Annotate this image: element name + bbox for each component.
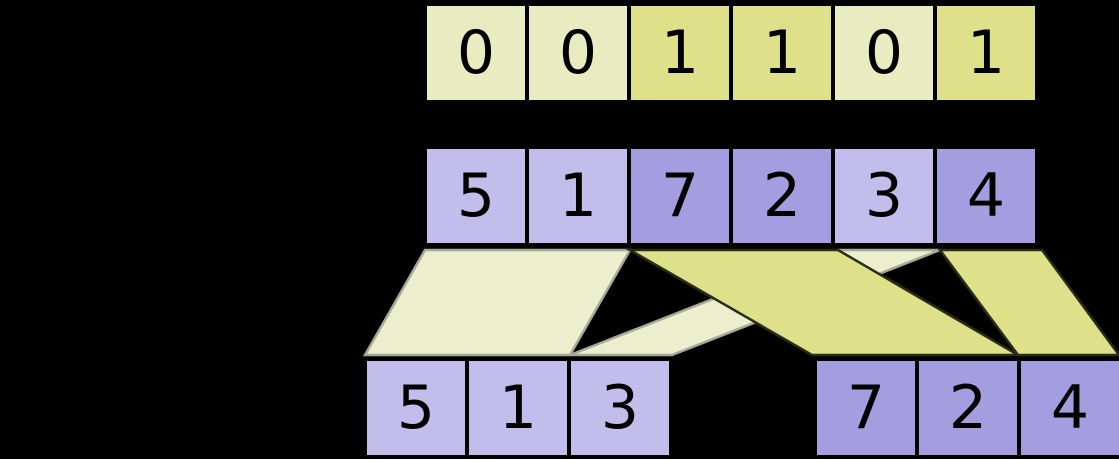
input-value-cell-6: 4: [935, 147, 1037, 245]
input-value-cell-1: 5: [425, 147, 527, 245]
bit-flag-cell-4: 1: [731, 4, 833, 102]
input-value-cell-4: 2: [731, 147, 833, 245]
bit-flag-cell-2: 0: [527, 4, 629, 102]
ribbon-5-1-to-slot-1-2: [362, 248, 633, 357]
output-value-right-cell-2: 2: [917, 359, 1019, 457]
output-value-left-cell-1: 5: [365, 359, 467, 457]
bit-flag-cell-3: 1: [629, 4, 731, 102]
input-value-cell-3: 7: [629, 147, 731, 245]
output-value-right-cell-1: 7: [815, 359, 917, 457]
input-value-cell-5: 3: [833, 147, 935, 245]
input-value-cell-2: 1: [527, 147, 629, 245]
output-value-left-cell-2: 1: [467, 359, 569, 457]
output-value-right-cell-3: 4: [1019, 359, 1119, 457]
bit-flag-cell-1: 0: [425, 4, 527, 102]
output-value-left-cell-3: 3: [569, 359, 671, 457]
bit-flag-cell-6: 1: [935, 4, 1037, 102]
ribbon-4-to-slot-6: [937, 248, 1119, 357]
bit-flag-cell-5: 0: [833, 4, 935, 102]
